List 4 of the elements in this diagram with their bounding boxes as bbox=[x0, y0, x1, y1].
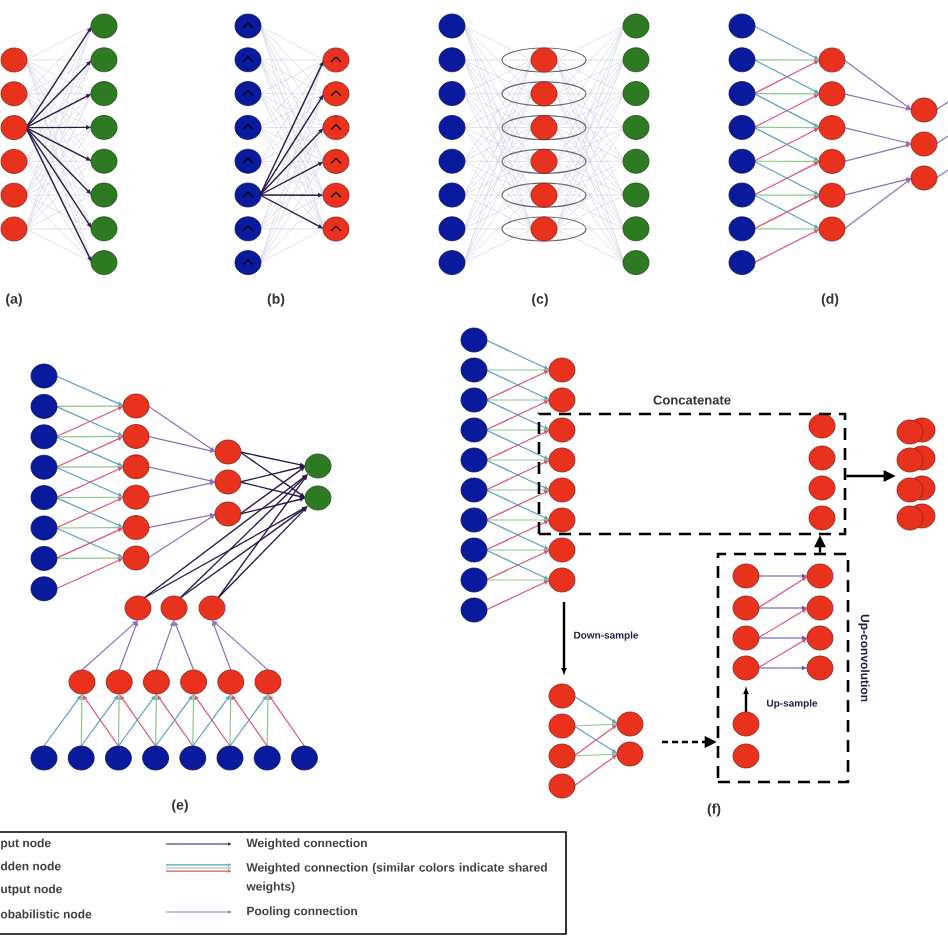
arrow bbox=[662, 736, 717, 748]
stacked-node-drawing bbox=[896, 417, 936, 531]
arrow bbox=[814, 535, 826, 553]
arrow bbox=[846, 470, 896, 482]
